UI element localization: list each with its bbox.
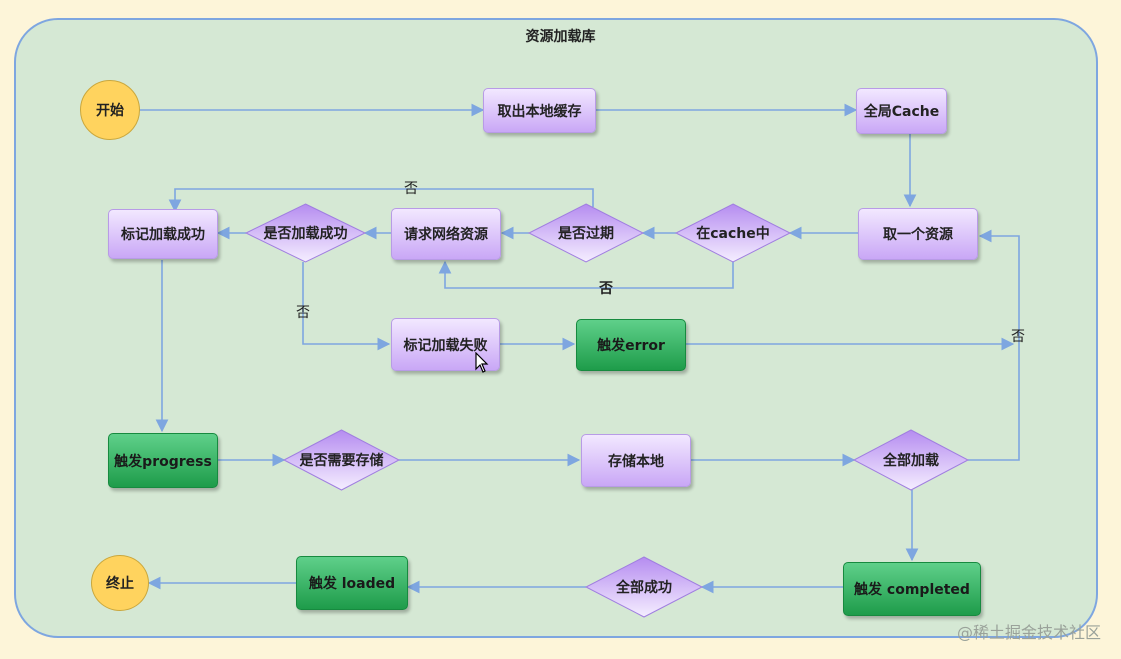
start-node: 开始 [80,80,140,140]
load-success-decision: 是否加载成功 [244,203,367,263]
all-success-decision: 全部成功 [584,556,704,618]
global-cache-node: 全局Cache [856,88,947,134]
is-expired-label: 是否过期 [558,226,614,242]
mark-load-success-label: 标记加载成功 [121,227,205,243]
edge-loadq-no-to-markfail [302,262,391,351]
edge-incache-no-to-request [438,260,734,289]
mark-load-success-node: 标记加载成功 [108,209,218,259]
end-node-label: 终止 [106,576,134,592]
trigger-error-node: 触发error [576,319,686,371]
need-store-decision: 是否需要存储 [282,429,401,491]
load-success-label: 是否加载成功 [263,226,348,242]
edge-expired-no-to-marksuccess [168,188,594,213]
mark-load-fail-label: 标记加载失败 [403,337,488,354]
take-resource-node: 取一个资源 [858,208,978,260]
watermark: @稀土掘金技术社区 [956,623,1101,642]
fetch-local-cache-label: 取出本地缓存 [497,103,582,120]
store-local-label: 存储本地 [608,453,664,470]
all-loaded-label: 全部加载 [883,453,939,469]
mouse-cursor-icon [475,352,489,373]
request-network-label: 请求网络资源 [404,227,488,243]
all-loaded-no-label: 否 [1011,329,1025,345]
global-cache-label: 全局Cache [863,104,940,120]
in-cache-no-label: 否 [599,281,613,297]
trigger-completed-label: 触发 completed [854,582,970,598]
load-success-no-label: 否 [296,305,310,321]
in-cache-label: 在cache中 [696,226,770,242]
diagram-title: 资源加载库 [525,29,596,45]
trigger-error-label: 触发error [597,338,665,354]
request-network-node: 请求网络资源 [391,208,501,260]
trigger-loaded-node: 触发 loaded [296,556,408,610]
trigger-loaded-label: 触发 loaded [308,576,396,592]
fetch-local-cache-node: 取出本地缓存 [483,88,596,133]
start-node-label: 开始 [96,103,124,119]
edge-allloaded-no-to-take [968,229,1020,461]
is-expired-decision: 是否过期 [527,203,645,263]
need-store-label: 是否需要存储 [299,453,384,469]
take-resource-label: 取一个资源 [883,227,953,243]
in-cache-decision: 在cache中 [674,203,792,263]
trigger-progress-label: 触发progress [114,453,212,470]
store-local-node: 存储本地 [581,434,691,487]
end-node: 终止 [91,555,149,611]
all-loaded-decision: 全部加载 [852,429,970,491]
trigger-completed-node: 触发 completed [843,562,981,616]
all-success-label: 全部成功 [616,580,672,596]
expired-no-label: 否 [404,181,418,197]
trigger-progress-node: 触发progress [108,433,218,488]
